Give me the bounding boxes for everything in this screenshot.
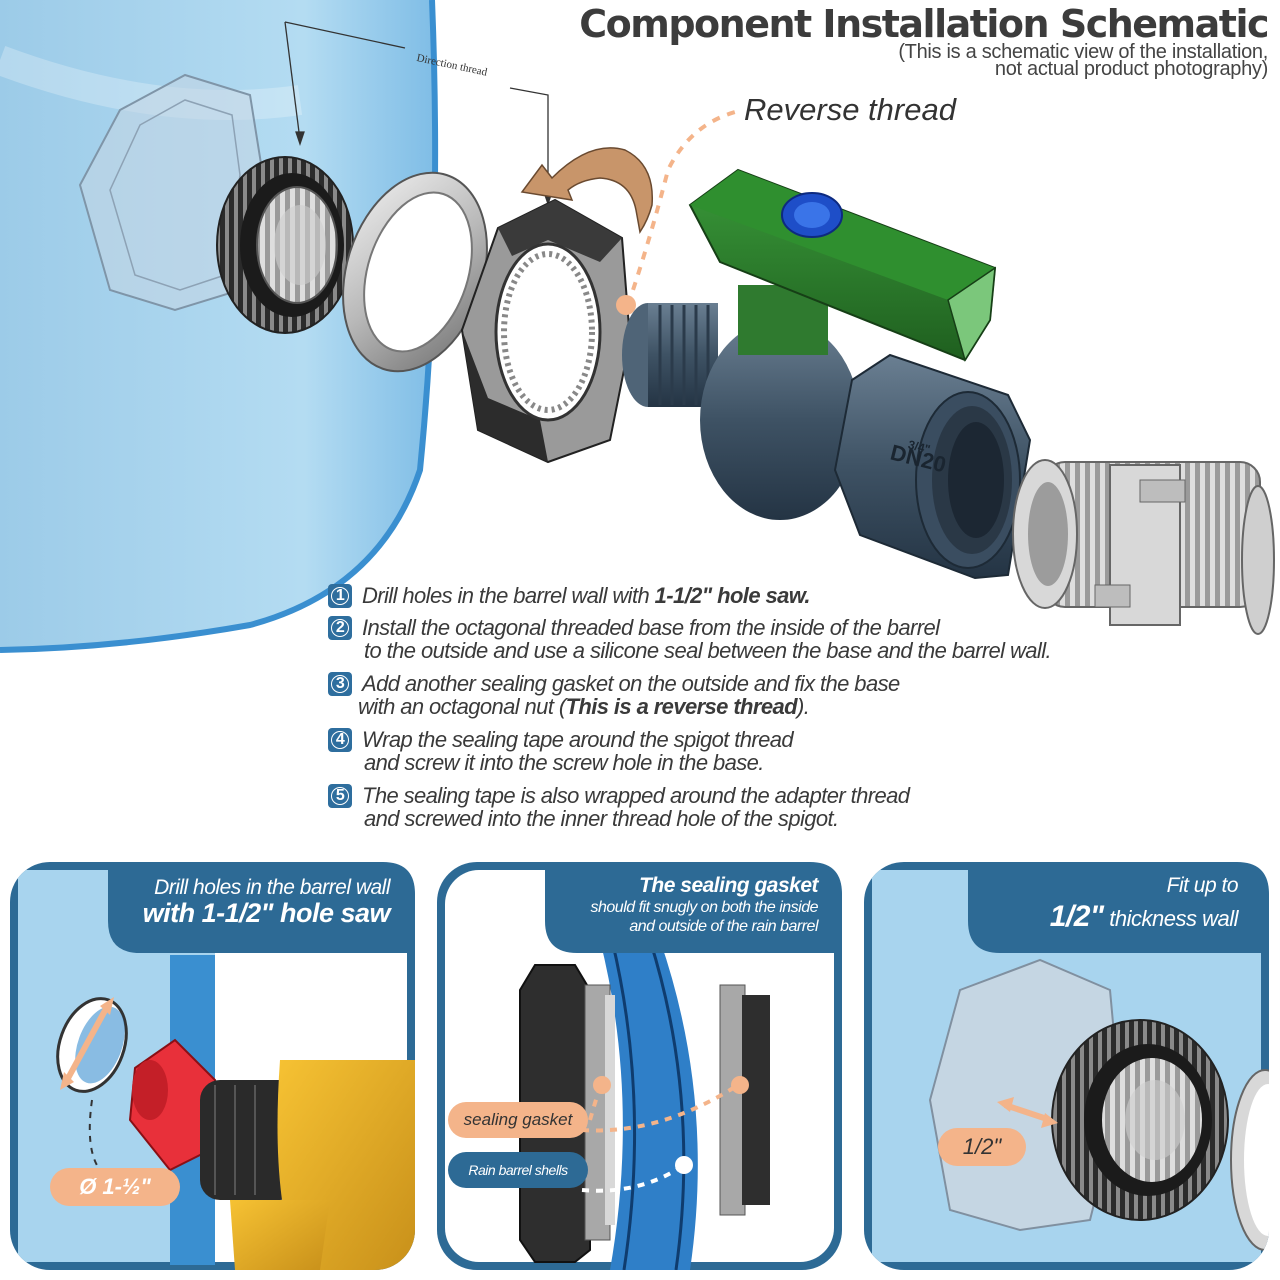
- panel-2-heading-line1: The sealing gasket: [639, 874, 818, 897]
- step-2: 2 Install the octagonal threaded base fr…: [328, 615, 1052, 663]
- panel-3-heading: Fit up to 1/2" thickness wall: [1049, 874, 1239, 934]
- subtitle-line-2: not actual product photography): [994, 58, 1268, 80]
- panel-2-heading-line2: should fit snugly on both the inside: [590, 899, 819, 916]
- step-4-text: Wrap the sealing tape around the spigot …: [362, 727, 794, 752]
- panel-1-heading-line2: with 1-1/2" hole saw: [142, 898, 391, 928]
- step-1: 1 Drill holes in the barrel wall with 1-…: [328, 583, 811, 608]
- step-3: 3 Add another sealing gasket on the outs…: [328, 672, 900, 718]
- page-title: Component Installation Schematic: [579, 2, 1269, 46]
- wall-thickness-pill: 1/2": [938, 1128, 1026, 1166]
- octagonal-nut: [460, 198, 632, 464]
- step-1-emphasis: 1-1/2" hole saw.: [654, 583, 811, 608]
- step-3-text-end: ).: [796, 694, 810, 719]
- reverse-thread-label: Reverse thread: [744, 92, 956, 127]
- panel-3-thickness-value: 1/2": [1049, 900, 1104, 933]
- reverse-thread-arrow-icon: [520, 147, 654, 234]
- panel-2-heading-line3: and outside of the rain barrel: [629, 918, 818, 935]
- step-2-text: Install the octagonal threaded base from…: [362, 615, 940, 640]
- ball-valve-spigot: [622, 168, 1032, 580]
- subtitle-line-1: (This is a schematic view of the install…: [898, 41, 1268, 63]
- hex-adapter: [1012, 459, 1275, 635]
- panel-1-heading-line1: Drill holes in the barrel wall: [154, 876, 390, 899]
- panel-1-heading: Drill holes in the barrel wall with 1-1/…: [142, 876, 391, 929]
- step-4-text-line2: and screw it into the screw hole in the …: [364, 750, 764, 775]
- sealing-gasket-pill: sealing gasket: [448, 1102, 588, 1138]
- step-5-text: The sealing tape is also wrapped around …: [362, 783, 910, 808]
- step-number-badge: 2: [328, 616, 352, 640]
- hole-diameter-pill: Ø 1-½": [50, 1168, 180, 1206]
- step-number-badge: 1: [328, 584, 352, 608]
- step-4: 4 Wrap the sealing tape around the spigo…: [328, 727, 794, 775]
- rain-barrel-shells-pill: Rain barrel shells: [448, 1152, 588, 1188]
- step-3-text: Add another sealing gasket on the outsid…: [362, 671, 900, 696]
- panel-3-heading-line1: Fit up to: [1166, 874, 1239, 897]
- sealing-gasket: [342, 171, 488, 373]
- reverse-thread-leader: [616, 110, 736, 315]
- step-3-emphasis: This is a reverse thread: [565, 694, 798, 719]
- direction-thread-callout: [284, 21, 553, 207]
- threaded-base: [78, 73, 354, 334]
- step-3-text-line2: with an octagonal nut (: [358, 694, 566, 719]
- step-number-badge: 3: [328, 672, 352, 696]
- step-1-text: Drill holes in the barrel wall with: [362, 583, 655, 608]
- panel-2-heading: The sealing gasket should fit snugly on …: [591, 874, 819, 936]
- step-5: 5 The sealing tape is also wrapped aroun…: [328, 783, 910, 831]
- step-2-text-line2: to the outside and use a silicone seal b…: [364, 638, 1052, 663]
- page-subtitle: (This is a schematic view of the install…: [898, 41, 1268, 80]
- step-5-text-line2: and screwed into the inner thread hole o…: [364, 806, 839, 831]
- step-number-badge: 4: [328, 728, 352, 752]
- step-number-badge: 5: [328, 784, 352, 808]
- panel-3-heading-line2: thickness wall: [1103, 906, 1238, 931]
